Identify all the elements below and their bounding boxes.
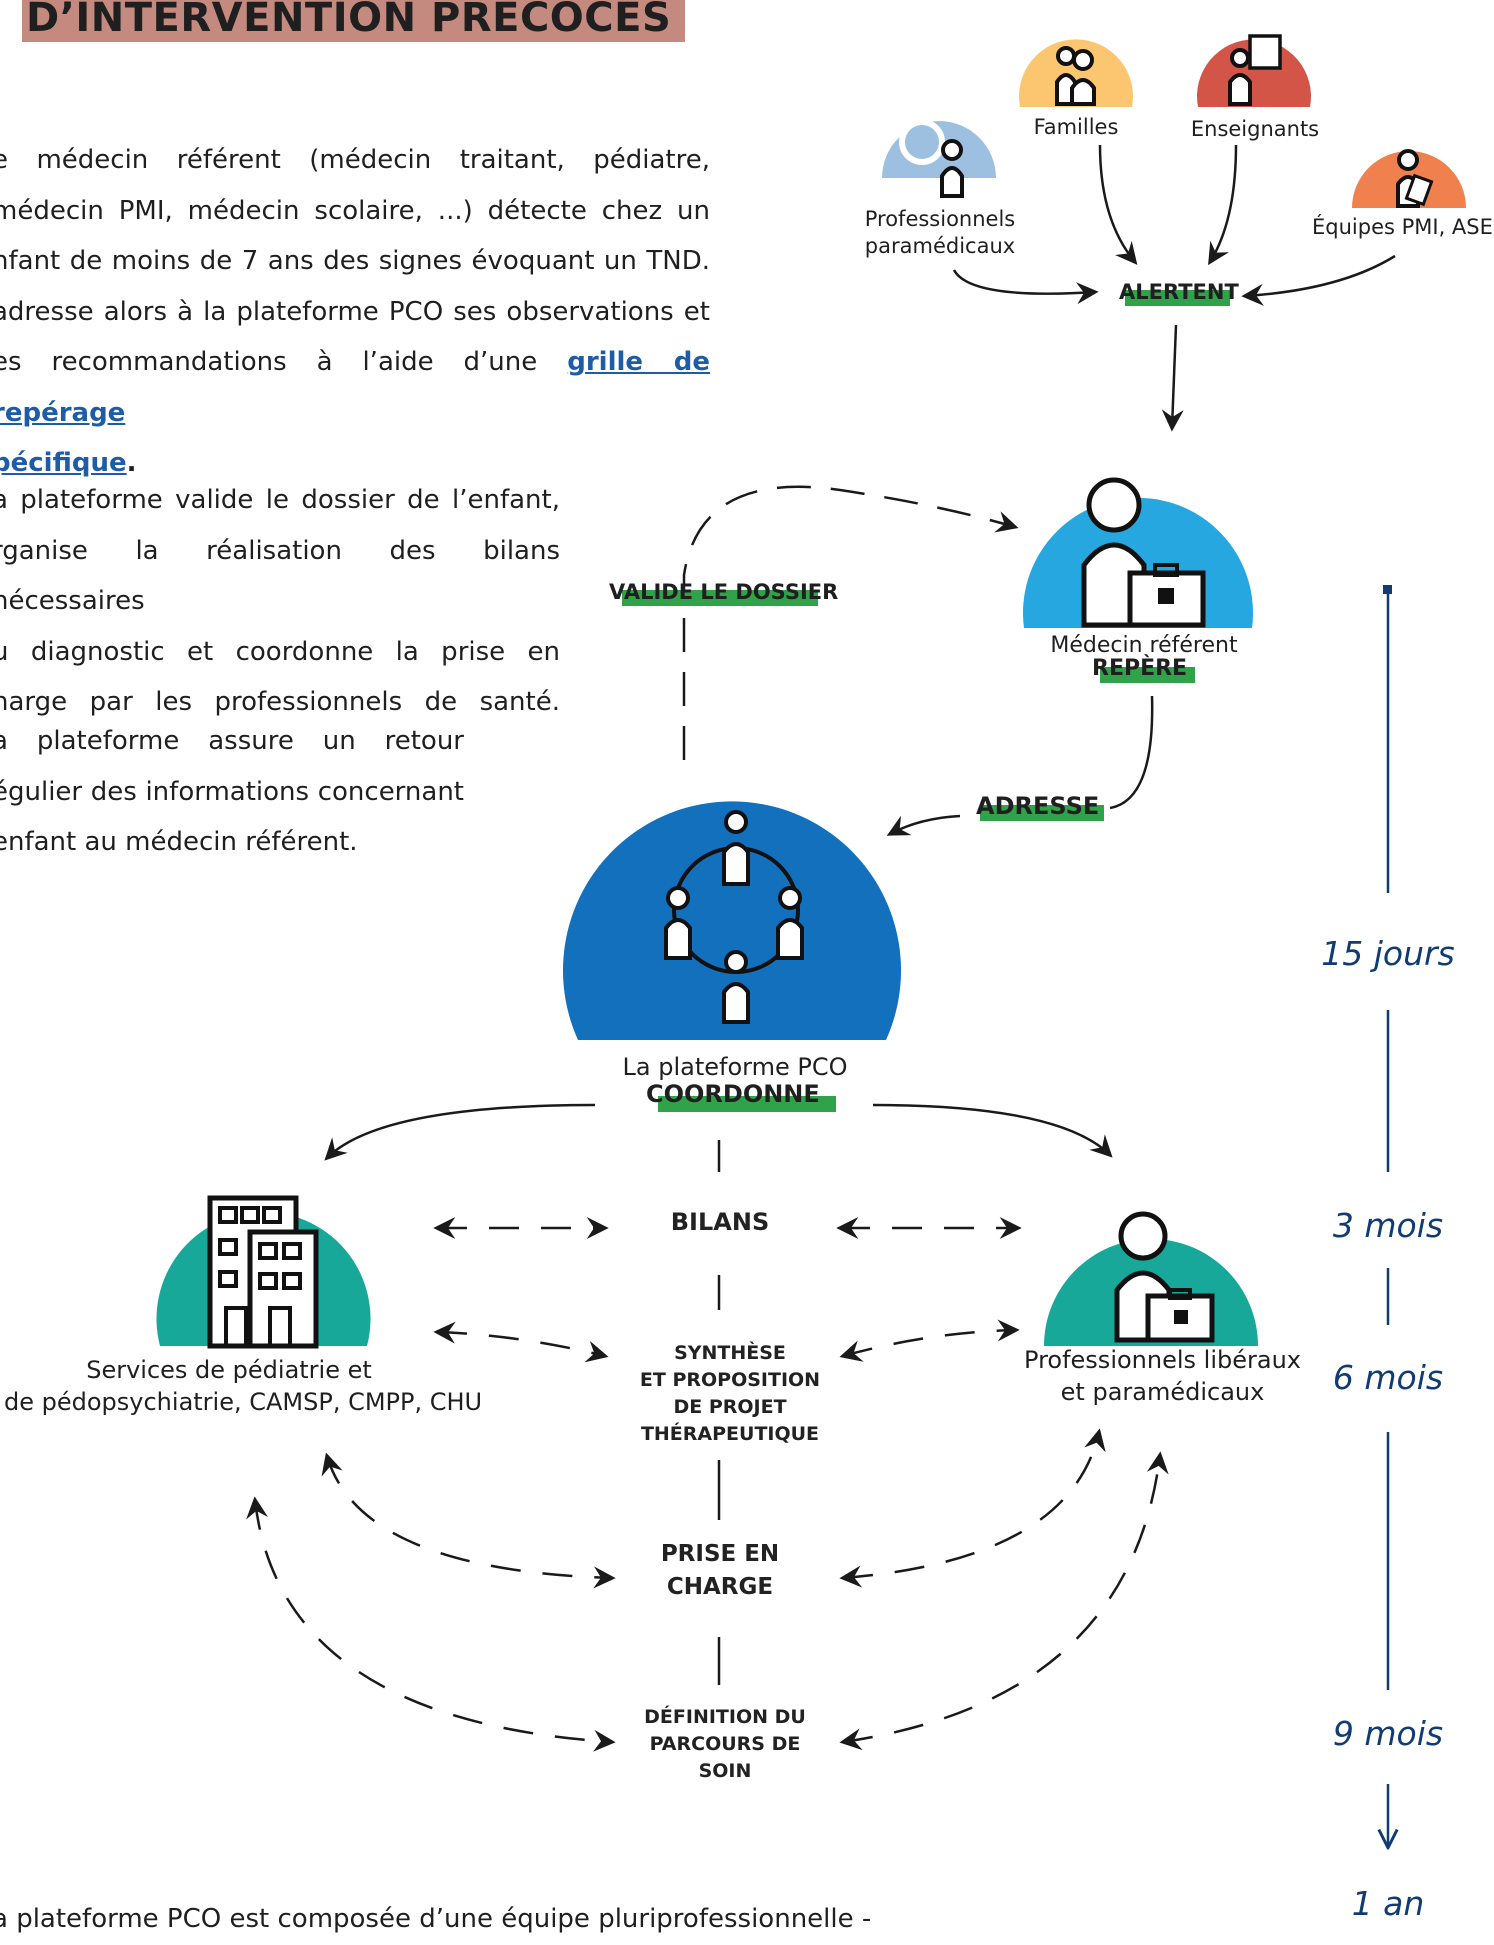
platform-line-2: rganise la réalisation des bilans nécess…	[0, 535, 560, 617]
medecin-referent-icon	[1023, 477, 1253, 628]
step-definition-line-2: PARCOURS DE	[649, 1733, 801, 1755]
familles-label: Familles	[1033, 115, 1119, 139]
timeline-15-jours: 15 jours	[1321, 934, 1455, 973]
enseignants-icon	[1196, 34, 1311, 108]
timeline-6-mois: 6 mois	[1332, 1358, 1444, 1397]
intro-paragraph: e médecin référent (médecin traitant, pé…	[0, 135, 710, 489]
step-synthese-line-3: DE PROJET	[673, 1396, 787, 1418]
paramedical-label-line-1: Professionnels	[864, 207, 1016, 231]
intro-line-3: nfant de moins de 7 ans des signes évoqu…	[0, 246, 710, 276]
liberaux-label-line-1: Professionnels libéraux	[1024, 1346, 1301, 1374]
feedback-line-1: a plateforme assure un retour	[0, 726, 464, 756]
timeline-9-mois: 9 mois	[1332, 1714, 1444, 1753]
intro-line-2: médecin PMI, médecin scolaire, ...) déte…	[0, 195, 710, 226]
liberaux-icon	[1043, 1211, 1258, 1346]
services-label-line-1: Services de pédiatrie et	[86, 1356, 372, 1384]
step-synthese-line-4: THÉRAPEUTIQUE	[640, 1423, 820, 1445]
step-synthese-line-1: SYNTHÈSE	[674, 1342, 786, 1364]
feedback-paragraph: a plateforme assure un retour égulier de…	[0, 716, 464, 868]
paramedical-icon	[882, 119, 996, 198]
intro-line-5-text: es recommandations à l’aide d’une	[0, 347, 568, 377]
enseignants-label: Enseignants	[1190, 117, 1320, 141]
liberaux-label: Professionnels libéraux et paramédicaux	[1020, 1344, 1305, 1408]
step-synthese-line-2: ET PROPOSITION	[639, 1369, 821, 1391]
step-definition-line-1: DÉFINITION DU	[644, 1706, 806, 1728]
medecin-referent-label: Médecin référent	[1050, 633, 1238, 658]
repere-label: REPÈRE	[1092, 656, 1188, 681]
coordonne-highlight	[658, 1096, 836, 1112]
platform-line-4: harge par les professionnels de santé.	[0, 687, 560, 717]
platform-line-3: u diagnostic et coordonne la prise en	[0, 636, 560, 667]
services-hospital-icon	[156, 1195, 371, 1349]
paramedical-label-line-2: paramédicaux	[864, 234, 1016, 258]
valide-highlight	[622, 590, 818, 606]
alertent-label: ALERTENT	[1119, 280, 1239, 304]
step-synthese: SYNTHÈSE ET PROPOSITION DE PROJET THÉRAP…	[610, 1340, 850, 1448]
equipes-icon	[1352, 149, 1466, 208]
step-bilans: BILANS	[670, 1208, 770, 1236]
coordonne-label: COORDONNE	[646, 1080, 820, 1108]
timeline-1-an: 1 an	[1351, 1884, 1425, 1923]
timeline-axis	[1383, 585, 1392, 1846]
valide-le-dossier-label: VALIDE LE DOSSIER	[609, 580, 839, 604]
paramedical-label: Professionnels paramédicaux	[850, 206, 1030, 260]
plateforme-pco-label: La plateforme PCO	[622, 1053, 848, 1081]
step-prise-line-2: CHARGE	[666, 1574, 774, 1600]
services-label-line-2: de pédopsychiatrie, CAMSP, CMPP, CHU	[4, 1388, 483, 1416]
platform-paragraph: a plateforme valide le dossier de l’enfa…	[0, 475, 560, 728]
intro-line-1: e médecin référent (médecin traitant, pé…	[0, 145, 710, 175]
step-definition-line-3: SOIN	[698, 1760, 752, 1782]
step-prise-en-charge: PRISE EN CHARGE	[620, 1538, 820, 1604]
services-label: Services de pédiatrie et de pédopsychiat…	[4, 1354, 483, 1418]
intro-period: .	[126, 448, 137, 478]
plateforme-pco-icon	[563, 801, 901, 1040]
repere-highlight	[1100, 667, 1195, 683]
liberaux-label-line-2: et paramédicaux	[1060, 1378, 1265, 1406]
intro-line-6: pécifique.	[0, 438, 710, 489]
adresse-label: ADRESSE	[976, 792, 1100, 820]
feedback-line-3: enfant au médecin référent.	[0, 827, 358, 857]
step-definition: DÉFINITION DU PARCOURS DE SOIN	[610, 1704, 840, 1785]
grille-link-continued[interactable]: pécifique	[0, 448, 127, 478]
platform-line-1: a plateforme valide le dossier de l’enfa…	[0, 485, 560, 515]
familles-icon	[1018, 39, 1133, 108]
equipes-label: Équipes PMI, ASE, ...	[1312, 215, 1494, 239]
page-title: D’INTERVENTION PRÉCOCES	[22, 0, 686, 42]
intro-line-5: es recommandations à l’aide d’une grille…	[0, 337, 710, 438]
intro-line-4: adresse alors à la plateforme PCO ses ob…	[0, 296, 710, 327]
step-prise-line-1: PRISE EN	[660, 1541, 780, 1567]
timeline-3-mois: 3 mois	[1332, 1206, 1444, 1245]
adresse-highlight	[980, 805, 1104, 821]
feedback-line-2: égulier des informations concernant	[0, 776, 464, 807]
alertent-highlight	[1125, 290, 1230, 306]
grille-link[interactable]: grille de repérage	[0, 347, 710, 428]
